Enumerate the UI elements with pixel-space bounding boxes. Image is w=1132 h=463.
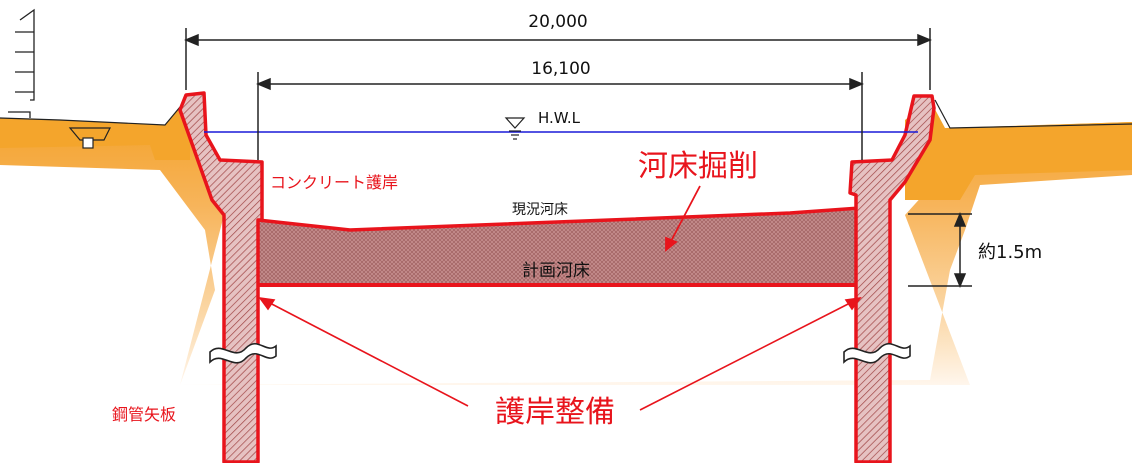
dimension-20000 [184, 28, 932, 90]
right-ground [905, 100, 1132, 200]
left-revetment-wall [178, 91, 264, 463]
break-mark-right [843, 342, 911, 364]
inner-width-label: 16,100 [531, 59, 590, 79]
break-mark-left [209, 342, 277, 364]
building-outline [8, 8, 35, 118]
planned-riverbed-label: 計画河床 [522, 261, 590, 281]
right-revetment-wall [848, 94, 936, 463]
riverbed-excavation-label: 河床掘削 [638, 149, 758, 184]
hwl-label: H.W.L [538, 109, 581, 127]
dimension-16100 [256, 72, 864, 160]
overall-width-label: 20,000 [528, 12, 587, 32]
depth-label: 約1.5m [978, 242, 1042, 263]
steel-pipe-sheet-pile-label: 鋼管矢板 [112, 405, 176, 424]
current-riverbed-label: 現況河床 [512, 202, 568, 218]
hwl-symbol [504, 117, 526, 140]
current-riverbed-line [257, 206, 861, 232]
dimension-depth [908, 212, 972, 288]
leader-excavation [665, 185, 701, 252]
revetment-work-label: 護岸整備 [495, 395, 615, 430]
drain-box [68, 127, 111, 149]
leader-revetment [258, 296, 862, 411]
concrete-revetment-label: コンクリート護岸 [270, 173, 398, 192]
